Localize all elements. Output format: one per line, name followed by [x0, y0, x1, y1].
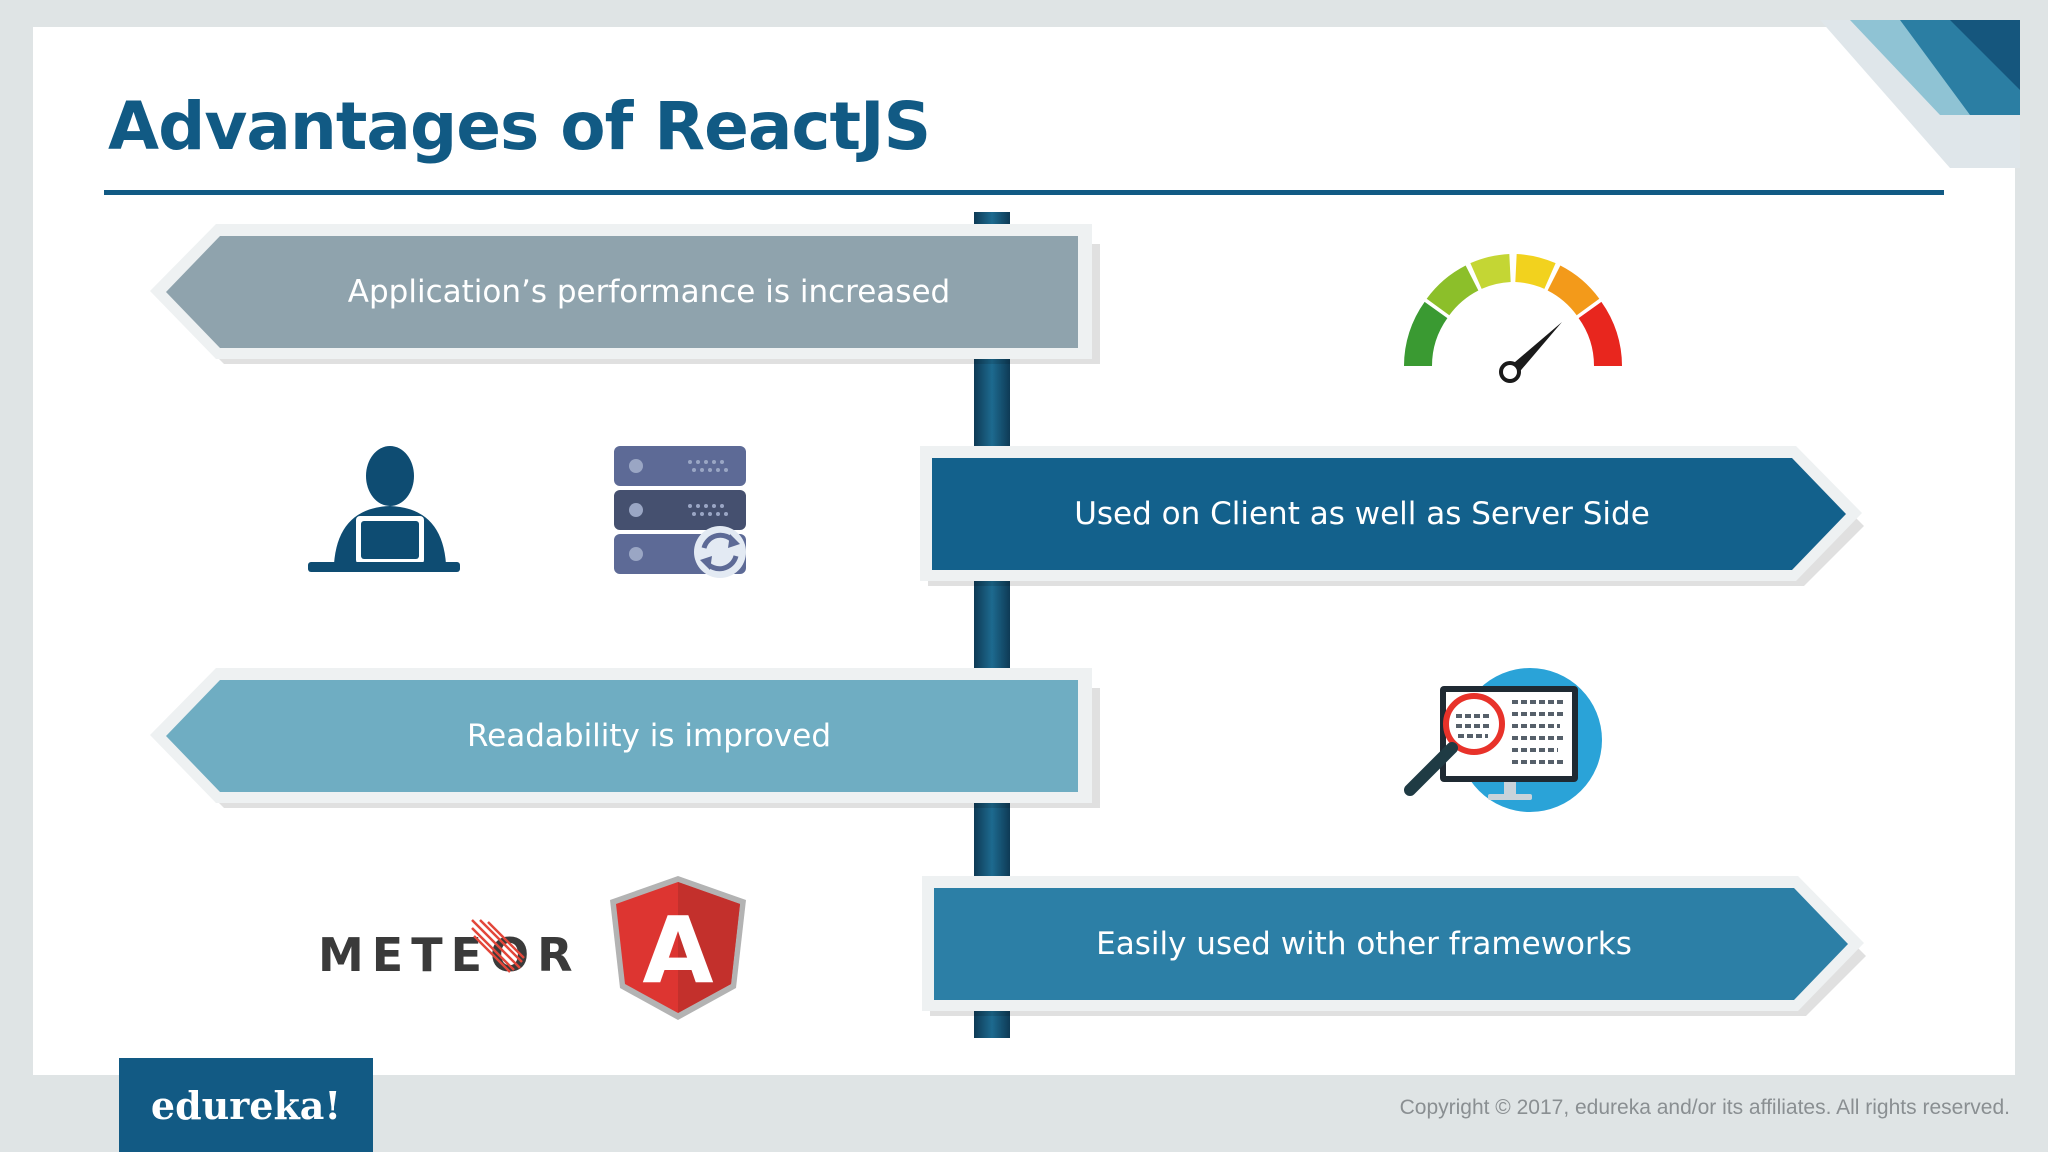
title-underline: [104, 190, 1944, 195]
brand-logo: edureka!: [119, 1058, 373, 1152]
sign-frameworks: Easily used with other frameworks: [922, 876, 1866, 1016]
angular-letter: A: [642, 897, 713, 1004]
corner-decoration: [1820, 20, 2020, 168]
user-at-laptop-icon: [308, 446, 460, 572]
sign-arrow-shape: [166, 680, 1078, 792]
server-sync-icon: [614, 446, 746, 578]
code-inspection-icon: [1404, 668, 1602, 812]
angular-logo: A: [610, 876, 746, 1020]
copyright-notice: Copyright © 2017, edureka and/or its aff…: [1399, 1096, 2010, 1119]
sign-readability-label: Readability is improved: [467, 718, 831, 754]
sign-readability: Readability is improved: [150, 668, 1100, 808]
sign-client-server: Used on Client as well as Server Side: [920, 446, 1864, 586]
sign-performance-label: Application’s performance is increased: [347, 274, 951, 310]
page-title: Advantages of ReactJS: [108, 88, 931, 165]
brand-name: edureka!: [150, 1082, 342, 1128]
speedometer-icon: [1403, 254, 1623, 383]
sign-arrow-shape: [934, 888, 1848, 1000]
sign-frameworks-label: Easily used with other frameworks: [1096, 926, 1632, 962]
sign-arrow-shape: [166, 236, 1078, 348]
sign-arrow-shape: [932, 458, 1846, 570]
sign-performance: Application’s performance is increased: [150, 224, 1100, 364]
sign-client-server-label: Used on Client as well as Server Side: [1074, 496, 1650, 532]
meteor-streak-icon: [471, 919, 525, 973]
meteor-logo: METEOR: [318, 928, 581, 982]
